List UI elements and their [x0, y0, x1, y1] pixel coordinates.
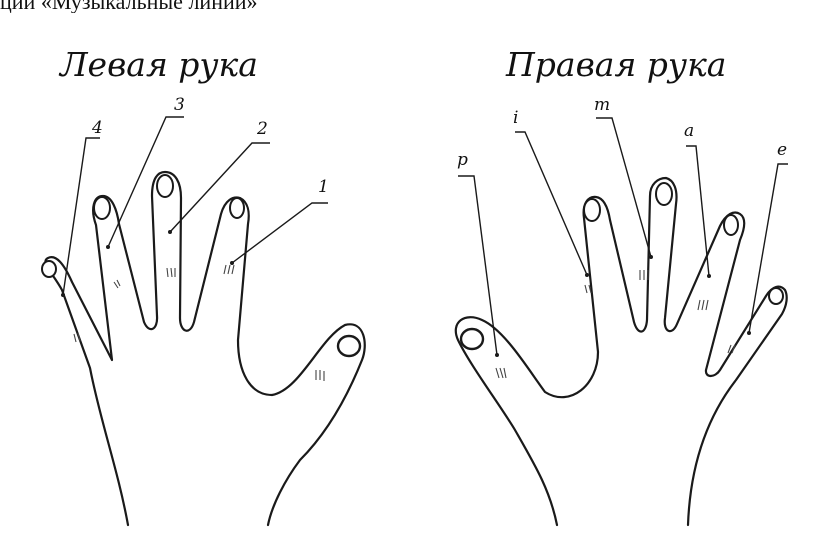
right-nail-m [656, 183, 672, 205]
right-nail-a [724, 215, 738, 235]
right-finger-label-a: a [684, 121, 694, 141]
left-finger-label-1: 1 [318, 177, 329, 197]
left-nail-1 [230, 198, 244, 218]
left-hand-title: Левая рука [58, 45, 258, 84]
right-leader-e [749, 164, 788, 333]
right-finger-label-p: p [457, 150, 468, 170]
left-finger-label-2: 2 [256, 119, 268, 139]
left-finger-label-4: 4 [91, 118, 103, 138]
right-leader-p [458, 176, 497, 355]
right-finger-label-i: i [513, 108, 518, 128]
right-hand-title: Правая рука [505, 45, 726, 84]
left-nail-3 [94, 197, 110, 219]
right-leader-i [515, 132, 587, 275]
left-nail-4 [42, 261, 56, 277]
right-finger-label-e: e [777, 140, 787, 160]
left-hand: Левая рука 4 3 2 1 [42, 45, 365, 525]
right-hand: Правая рука p i m a e [456, 45, 788, 525]
left-nail-thumb [338, 336, 360, 356]
left-nail-2 [157, 175, 173, 197]
left-finger-label-3: 3 [174, 95, 185, 115]
right-finger-label-m: m [594, 95, 610, 115]
left-hand-outline [45, 172, 364, 525]
right-leader-m [596, 118, 651, 257]
right-nail-thumb [461, 329, 483, 349]
right-nail-e [769, 288, 783, 304]
right-nail-i [584, 199, 600, 221]
